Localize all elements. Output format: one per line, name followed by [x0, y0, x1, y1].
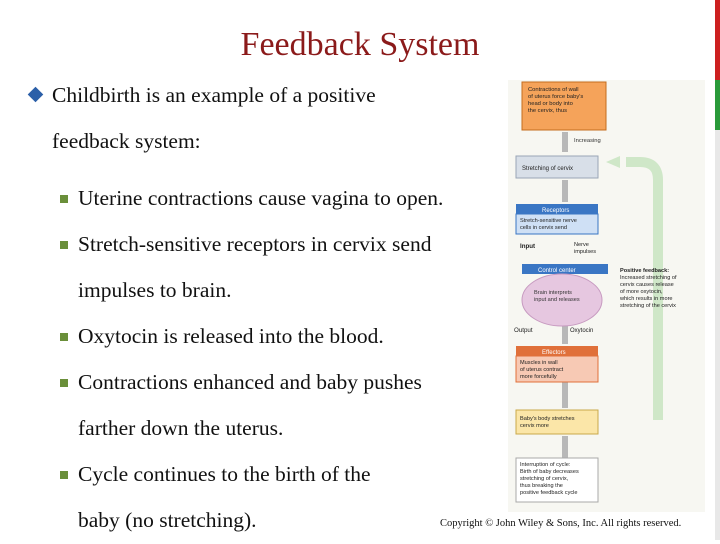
sub-bullet-text: Stretch-sensitive receptors in cervix se…: [78, 232, 432, 257]
diamond-bullet-icon: [27, 86, 44, 103]
interruption-box: [515, 457, 599, 503]
receptors-line: cells in cervix send: [520, 225, 567, 231]
interruption-line: positive feedback cycle: [520, 490, 578, 496]
sub-bullet-text: Uterine contractions cause vagina to ope…: [78, 186, 444, 211]
sub-bullet-text: farther down the uterus.: [78, 416, 284, 441]
sub-bullet-1: Uterine contractions cause vagina to ope…: [30, 176, 500, 222]
interruption-line: Interruption of cycle:: [520, 462, 571, 468]
input-label: Input: [520, 243, 535, 250]
square-bullet-icon: [60, 333, 68, 341]
sub-bullet-text: Cycle continues to the birth of the: [78, 462, 371, 487]
baby-line: Baby's body stretches: [520, 416, 575, 422]
slide-title: Feedback System: [240, 26, 480, 63]
flow-arrow-2: [562, 180, 568, 202]
box1-line: Contractions of wall: [528, 87, 579, 93]
right-edge-bar: [715, 0, 720, 540]
positive-feedback-line: of more oxytocin,: [620, 289, 663, 295]
copyright-notice: Copyright © John Wiley & Sons, Inc. All …: [440, 518, 682, 529]
interruption-text: Interruption of cycle: Birth of baby dec…: [520, 462, 579, 496]
sub-bullet-text: Contractions enhanced and baby pushes: [78, 370, 422, 395]
receptors-header: Receptors: [542, 208, 569, 214]
nerve-impulses-line: Nerve: [574, 242, 589, 248]
oxytocin-label: Oxytocin: [570, 328, 593, 334]
flow-arrow-5: [562, 436, 568, 458]
sub-bullet-5: Cycle continues to the birth of the baby…: [30, 452, 500, 544]
feedback-loop-arrow: [626, 157, 663, 420]
control-line: input and releases: [534, 297, 580, 303]
nerve-impulses-line: impulses: [574, 249, 596, 255]
sub-bullet-2: Stretch-sensitive receptors in cervix se…: [30, 222, 500, 314]
increasing-label: Increasing: [574, 138, 601, 144]
main-bullet-line-1: Childbirth is an example of a positive: [52, 83, 376, 107]
square-bullet-icon: [60, 379, 68, 387]
control-center-header: Control center: [538, 268, 576, 274]
positive-feedback-line: Increased stretching of: [620, 275, 677, 281]
bullet-list: Childbirth is an example of a positive f…: [27, 83, 500, 544]
effectors-line: of uterus contract: [520, 367, 564, 373]
positive-feedback-line: stretching of the cervix: [620, 303, 676, 309]
stretching-box: [515, 155, 599, 179]
interruption-line: thus breaking the: [520, 483, 563, 489]
effectors-header: Effectors: [542, 350, 566, 356]
receptors-body-box: [515, 213, 599, 235]
box1-line: head or body into: [528, 101, 573, 107]
control-center-header-box: [522, 264, 608, 274]
main-bullet: Childbirth is an example of a positive f…: [27, 83, 500, 176]
baby-stretches-box: [515, 409, 599, 435]
positive-feedback-line: cervix causes release: [620, 282, 674, 288]
effectors-header-box: [516, 346, 598, 356]
effectors-line: more forcefully: [520, 374, 557, 380]
effectors-line: Muscles in wall: [520, 360, 558, 366]
square-bullet-icon: [60, 471, 68, 479]
interruption-line: stretching of cervix,: [520, 476, 569, 482]
receptors-line: Stretch-sensitive nerve: [520, 218, 577, 224]
main-bullet-line-2: feedback system:: [52, 129, 201, 153]
right-edge-red-accent: [715, 0, 720, 80]
box1-line: the cervix, thus: [528, 108, 567, 114]
receptors-header-box: [516, 204, 598, 214]
positive-feedback-diagram: Contractions of wall of uterus force bab…: [508, 80, 705, 512]
effectors-body-box: [515, 355, 599, 383]
right-edge-green-accent: [715, 80, 720, 130]
positive-feedback-line: Positive feedback:: [620, 268, 669, 274]
loop-arrowhead-icon: [606, 156, 620, 168]
control-line: Brain interprets: [534, 290, 572, 296]
sub-bullet-text: Oxytocin is released into the blood.: [78, 324, 384, 349]
square-bullet-icon: [60, 195, 68, 203]
output-label: Output: [514, 327, 533, 334]
sub-bullet-text: impulses to brain.: [78, 278, 232, 303]
sub-bullet-4: Contractions enhanced and baby pushes fa…: [30, 360, 500, 452]
uterus-contraction-box: [521, 81, 607, 131]
positive-feedback-line: which results in more: [619, 296, 673, 302]
stretching-label: Stretching of cervix: [522, 166, 573, 172]
sub-bullet-3: Oxytocin is released into the blood.: [30, 314, 500, 360]
positive-feedback-note: Positive feedback: Increased stretching …: [619, 268, 677, 309]
flow-arrow-1: [562, 132, 568, 152]
brain-icon: [521, 273, 603, 327]
box1-text: Contractions of wall of uterus force bab…: [528, 87, 583, 114]
box1-line: of uterus force baby's: [528, 94, 583, 100]
flow-arrow-4: [562, 382, 568, 408]
interruption-line: Birth of baby decreases: [520, 469, 579, 475]
sub-bullet-text: baby (no stretching).: [78, 508, 257, 533]
square-bullet-icon: [60, 241, 68, 249]
baby-line: cervix more: [520, 423, 549, 429]
